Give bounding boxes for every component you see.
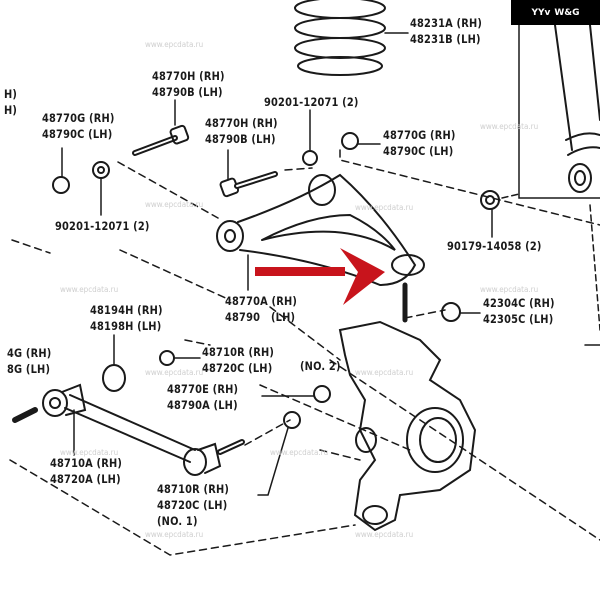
watermark: www.epcdata.ru xyxy=(145,40,204,49)
callout-link-nut-e: 48770E (RH) 48790A (LH) xyxy=(167,381,238,413)
ball-joint-nut xyxy=(441,302,481,322)
link-nut-no2 xyxy=(159,350,201,366)
watermark: www.epcdata.ru xyxy=(355,368,414,377)
watermark: www.epcdata.ru xyxy=(145,368,204,377)
part-number: 42304C (RH) xyxy=(483,296,555,310)
nut-left xyxy=(52,147,70,194)
part-number: 48710R (RH) xyxy=(202,345,275,359)
part-number: 48770H (RH) xyxy=(152,69,225,83)
red-arrow-icon xyxy=(255,248,385,305)
part-number: 48720C (LH) xyxy=(202,361,273,375)
callout-lateral-link: 48710A (RH) 48720A (LH) xyxy=(50,455,122,487)
steering-knuckle xyxy=(338,320,600,532)
shock-absorber xyxy=(501,24,600,331)
part-number: 48231A (RH) xyxy=(410,16,483,30)
callout-nut-right: 48770G (RH) 48790C (LH) xyxy=(383,127,456,159)
callout-left-edge: H) H) xyxy=(4,86,17,118)
watermark: www.epcdata.ru xyxy=(355,530,414,539)
part-number: 48790B (LH) xyxy=(205,132,276,146)
part-number: 48710R (RH) xyxy=(157,482,230,496)
callout-bushing: 48194H (RH) 48198H (LH) xyxy=(90,302,163,334)
part-number: 48231B (LH) xyxy=(410,32,481,46)
part-number: 48770G (RH) xyxy=(42,111,115,125)
watermark: www.epcdata.ru xyxy=(60,285,119,294)
part-number: 48198H (LH) xyxy=(90,319,162,333)
callout-upper-arm: 48770A (RH) 48790 (LH) xyxy=(225,293,297,325)
callout-link-nut-no1: 48710R (RH) 48720C (LH) (NO. 1) xyxy=(157,481,229,529)
watermark: www.epcdata.ru xyxy=(145,200,204,209)
upper-control-arm xyxy=(216,173,425,323)
callout-left-partial: 4G (RH) 8G (LH) xyxy=(7,345,51,377)
washer-top xyxy=(302,109,318,166)
callout-no2-note: (NO. 2) xyxy=(300,359,341,373)
link-nut-e xyxy=(261,385,331,403)
watermark: www.epcdata.ru xyxy=(60,448,119,457)
part-number: 48790B (LH) xyxy=(152,85,223,99)
callout-washer-left: 90201-12071 (2) xyxy=(55,219,150,233)
watermark: www.epcdata.ru xyxy=(355,203,414,212)
part-number: 48790A (LH) xyxy=(167,398,238,412)
callout-link-nut-no2: 48710R (RH) 48720C (LH) xyxy=(202,344,274,376)
brand-logo-icon: YYv xyxy=(531,7,551,18)
part-number: 48790C (LH) xyxy=(383,144,454,158)
part-number: 4G (RH) xyxy=(7,346,52,360)
part-number: 48194H (RH) xyxy=(90,303,163,317)
callout-ball-joint-nut: 42304C (RH) 42305C (LH) xyxy=(483,295,555,327)
watermark: www.epcdata.ru xyxy=(145,530,204,539)
part-number: 42305C (LH) xyxy=(483,312,554,326)
lateral-link xyxy=(12,383,245,476)
part-number: 48710A (RH) xyxy=(50,456,123,470)
link-nut-no1 xyxy=(257,411,301,496)
part-number: 48720C (LH) xyxy=(157,498,228,512)
part-number: 48790C (LH) xyxy=(42,127,113,141)
bolt-upper-mid xyxy=(219,149,278,198)
part-number: 8G (LH) xyxy=(7,362,51,376)
callout-bolt-upper-left: 48770H (RH) 48790B (LH) xyxy=(152,68,225,100)
nut-right xyxy=(341,132,381,150)
watermark: www.epcdata.ru xyxy=(480,122,539,131)
callout-spring: 48231A (RH) 48231B (LH) xyxy=(410,15,482,47)
brand-badge: YYv W&G xyxy=(511,0,600,25)
coil-spring xyxy=(294,0,409,76)
part-number: 48770H (RH) xyxy=(205,116,278,130)
part-number: 48770A (RH) xyxy=(225,294,298,308)
assembly-dashed-lines xyxy=(9,149,600,556)
part-number: 48770G (RH) xyxy=(383,128,456,142)
shock-nut xyxy=(480,190,500,238)
part-number: 48720A (LH) xyxy=(50,472,121,486)
callout-bolt-upper-mid: 48770H (RH) 48790B (LH) xyxy=(205,115,278,147)
bolt-upper-left xyxy=(132,99,190,156)
callout-washer-top: 90201-12071 (2) xyxy=(264,95,359,109)
brand-name: W&G xyxy=(554,7,580,18)
watermark: www.epcdata.ru xyxy=(480,285,539,294)
part-number: H) xyxy=(4,103,18,117)
callout-nut-left: 48770G (RH) 48790C (LH) xyxy=(42,110,115,142)
bushing xyxy=(102,334,126,392)
part-note: (NO. 1) xyxy=(157,514,198,528)
part-number: 48770E (RH) xyxy=(167,382,239,396)
callout-shock-nut: 90179-14058 (2) xyxy=(447,239,542,253)
washer-left xyxy=(92,161,110,216)
part-number: H) xyxy=(4,87,18,101)
part-number: 48790 (LH) xyxy=(225,310,296,324)
watermark: www.epcdata.ru xyxy=(270,448,329,457)
